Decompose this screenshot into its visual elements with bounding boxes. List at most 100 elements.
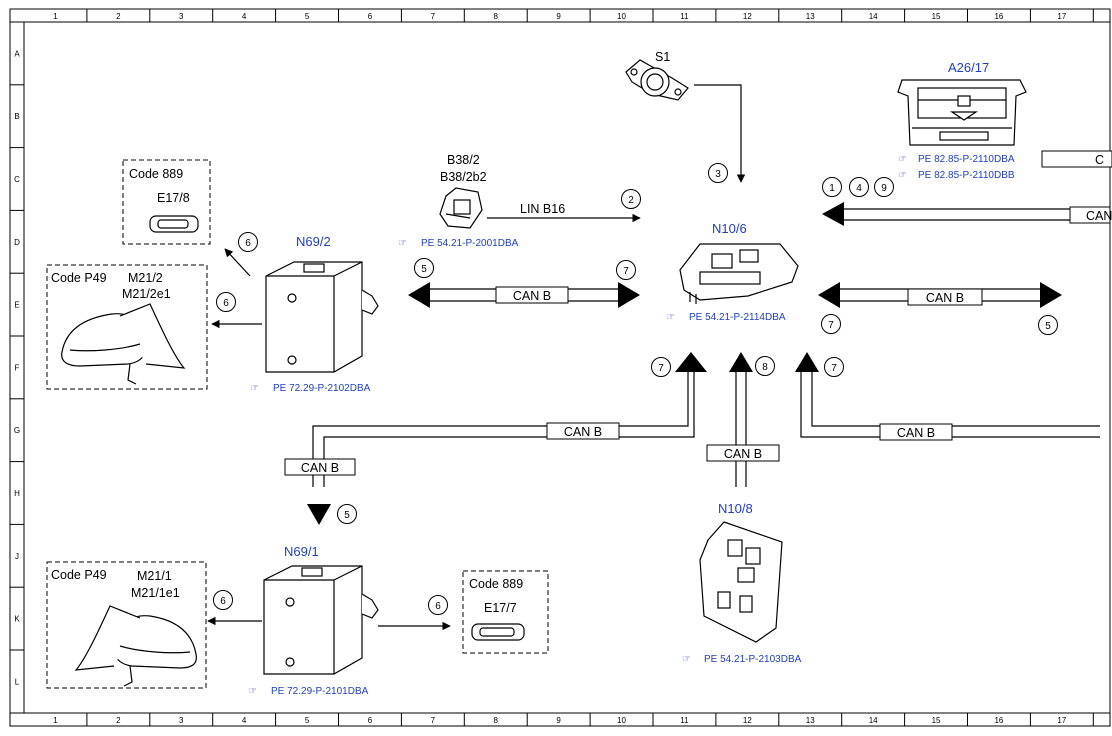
- can-b-label-5: CAN B: [301, 461, 339, 475]
- circle-8: 8: [762, 362, 768, 373]
- n10-8-ref[interactable]: PE 54.21-P-2103DBA: [704, 654, 802, 665]
- row-letter-C: C: [14, 175, 20, 184]
- row-letter-A: A: [14, 49, 20, 58]
- b38-2b2-label: B38/2b2: [440, 170, 487, 184]
- n10-6-control-unit-icon: [679, 243, 799, 304]
- column-number-9: 9: [556, 716, 561, 725]
- row-letter-J: J: [15, 552, 19, 561]
- circle-3: 3: [715, 169, 721, 180]
- column-number-1: 1: [53, 716, 58, 725]
- s1-label: S1: [655, 50, 670, 64]
- m21-2e1-label: M21/2e1: [122, 287, 171, 301]
- column-number-3: 3: [179, 12, 184, 21]
- row-letter-H: H: [14, 489, 20, 498]
- column-number-11: 11: [680, 12, 689, 21]
- a26-17-ref-2-icon: ☞: [898, 170, 907, 181]
- column-number-14: 14: [869, 12, 878, 21]
- m21-1e1-label: M21/1e1: [131, 586, 180, 600]
- b38-2-rain-light-sensor-icon: [439, 187, 483, 229]
- code-p49-box-top: [46, 264, 208, 390]
- n10-6-ref[interactable]: PE 54.21-P-2114DBA: [689, 312, 786, 323]
- row-letter-K: K: [14, 615, 20, 624]
- bus-label-boxes: [284, 150, 1112, 476]
- b38-ref[interactable]: PE 54.21-P-2001DBA: [421, 238, 519, 249]
- code-p49-top-label: Code P49: [51, 271, 107, 285]
- column-number-7: 7: [431, 716, 436, 725]
- column-number-16: 16: [994, 716, 1003, 725]
- n10-6-ref-icon: ☞: [666, 312, 675, 323]
- right-edge-label-can: CAN: [1086, 209, 1112, 223]
- column-number-6: 6: [368, 12, 373, 21]
- n10-8-label: N10/8: [718, 501, 753, 516]
- e17-8-lamp-icon: [149, 215, 199, 233]
- n10-6-label: N10/6: [712, 221, 747, 236]
- lin-b16-label: LIN B16: [520, 202, 565, 216]
- n69-2-ref-icon: ☞: [250, 383, 259, 394]
- circle-1: 1: [829, 183, 835, 194]
- column-number-4: 4: [242, 716, 247, 725]
- m21-1-mirror-icon: [74, 605, 197, 687]
- row-letter-F: F: [15, 363, 20, 372]
- circle-7d: 7: [831, 363, 837, 374]
- n69-2-label: N69/2: [296, 234, 331, 249]
- column-number-13: 13: [806, 12, 815, 21]
- n10-8-control-unit-icon: [699, 521, 783, 643]
- column-number-8: 8: [494, 716, 499, 725]
- a26-17-unit-icon: [897, 79, 1027, 146]
- n69-1-ref[interactable]: PE 72.29-P-2101DBA: [271, 686, 369, 697]
- column-number-16: 16: [994, 12, 1003, 21]
- row-letter-E: E: [14, 301, 19, 310]
- n10-8-ref-icon: ☞: [682, 654, 691, 665]
- circle-6a: 6: [245, 238, 251, 249]
- n69-2-ref[interactable]: PE 72.29-P-2102DBA: [273, 383, 371, 394]
- numbered-circle-labels: 3 2 1 4 9 6 6 5 7 7 5 7 8 7 5 6 6: [220, 169, 1051, 612]
- m21-2-mirror-icon: [61, 303, 186, 385]
- code-p49-box-bottom: [46, 561, 207, 689]
- row-letter-G: G: [14, 426, 20, 435]
- n69-1-door-module-icon: [263, 565, 379, 675]
- column-number-2: 2: [116, 716, 121, 725]
- column-number-11: 11: [680, 716, 689, 725]
- column-number-17: 17: [1057, 12, 1066, 21]
- n69-2-door-module-icon: [265, 261, 379, 373]
- n69-1-ref-icon: ☞: [248, 686, 257, 697]
- e17-7-label: E17/7: [484, 601, 517, 615]
- a26-17-ref-1[interactable]: PE 82.85-P-2110DBA: [918, 154, 1015, 165]
- column-number-2: 2: [116, 12, 121, 21]
- code-p49-bottom-label: Code P49: [51, 568, 107, 582]
- b38-2-label: B38/2: [447, 153, 480, 167]
- can-b-label-6: CAN B: [724, 447, 762, 461]
- circle-7a: 7: [623, 266, 629, 277]
- can-bus-arrowheads: [307, 202, 1062, 525]
- column-number-9: 9: [556, 12, 561, 21]
- circle-6c: 6: [220, 596, 226, 607]
- column-number-6: 6: [368, 716, 373, 725]
- numbered-circles: [213, 163, 1058, 615]
- code-889-box-bottom: [462, 570, 549, 654]
- row-letter-L: L: [15, 677, 20, 686]
- circle-7b: 7: [828, 320, 834, 331]
- column-number-5: 5: [305, 12, 310, 21]
- row-letter-D: D: [14, 238, 20, 247]
- circle-5c: 5: [344, 510, 350, 521]
- column-number-12: 12: [743, 12, 752, 21]
- column-number-4: 4: [242, 12, 247, 21]
- circle-5a: 5: [421, 264, 427, 275]
- column-number-10: 10: [617, 716, 626, 725]
- column-number-15: 15: [932, 12, 941, 21]
- column-number-12: 12: [743, 716, 752, 725]
- code-889-bottom-label: Code 889: [469, 577, 523, 591]
- a26-17-ref-2[interactable]: PE 82.85-P-2110DBB: [918, 170, 1015, 181]
- column-number-1: 1: [53, 12, 58, 21]
- column-number-3: 3: [179, 716, 184, 725]
- circle-4: 4: [856, 183, 862, 194]
- code-889-box-top: [122, 159, 211, 245]
- circle-6b: 6: [223, 298, 229, 309]
- n69-1-label: N69/1: [284, 544, 319, 559]
- circle-2: 2: [628, 195, 634, 206]
- column-number-5: 5: [305, 716, 310, 725]
- m21-2-label: M21/2: [128, 271, 163, 285]
- column-number-13: 13: [806, 716, 815, 725]
